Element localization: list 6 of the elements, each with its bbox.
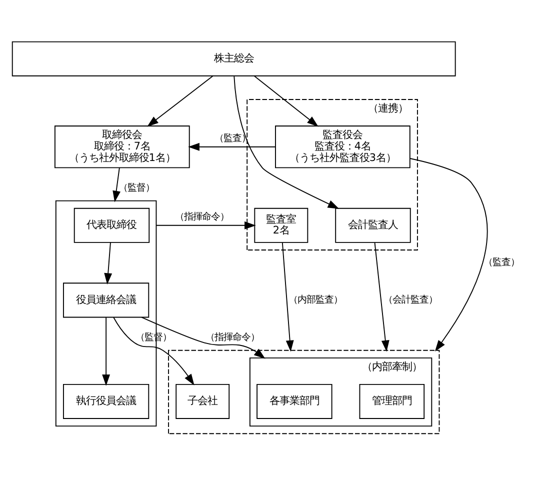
edge-label: （監査）	[484, 256, 520, 268]
edge-label: （指揮命令）	[174, 211, 229, 222]
edge-label: （監督）	[118, 182, 154, 193]
edge-label: （内部監査）	[288, 294, 343, 306]
edge-label: （指揮命令）	[205, 331, 260, 342]
edge-label: （会計監査）	[383, 294, 438, 306]
